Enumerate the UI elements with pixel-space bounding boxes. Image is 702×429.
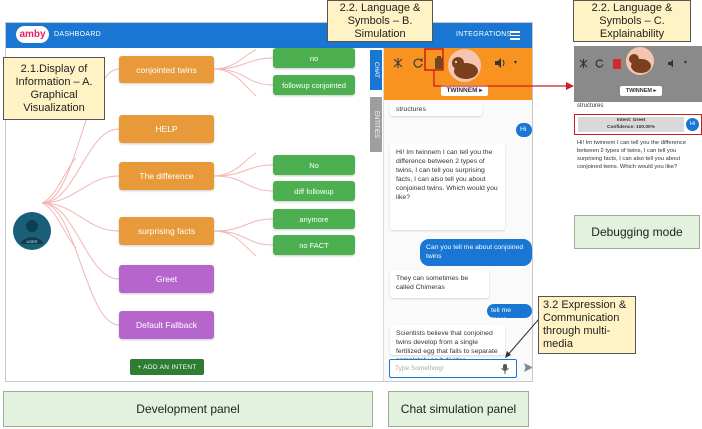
user-icon [21,220,43,244]
chat-message-user: tell me more [487,304,532,323]
cow-icon [629,54,651,73]
intent-node-greet[interactable]: Greet [119,265,214,293]
intent-confidence-readout: Intent: Greet Confidence: 100.00% [578,117,684,132]
debug-header: ▾ TWINNEM ▸ [574,46,702,102]
top-bar: amby DASHBOARD INTEGRATIONS [6,23,532,48]
user-label: USER [26,239,38,244]
intent-line: Intent: Greet [616,118,646,123]
app-window: amby DASHBOARD INTEGRATIONS [5,22,533,382]
intent-graph: conjointed twins HELP The difference sur… [6,48,369,381]
amby-logo[interactable]: amby [16,26,49,43]
add-intent-button[interactable]: + ADD AN INTENT [130,359,204,375]
callout-expression-communication: 3.2 Expression & Communication through m… [538,296,636,354]
chat-header: ▾ TWINNEM ▸ [384,48,532,100]
tab-chat[interactable]: CHAT [370,50,382,90]
microphone-icon[interactable] [500,363,510,375]
followup-node-no[interactable]: no [273,48,355,68]
chat-message-user: Can you tell me about conjoined twins [420,239,532,266]
debug-icon [579,59,588,68]
label-chat-simulation-panel: Chat simulation panel [388,391,529,427]
refresh-icon [595,59,604,68]
followup-node-no-2[interactable]: No [273,155,355,175]
label-debugging-mode: Debugging mode [574,215,700,249]
chat-panel: ▾ TWINNEM ▸ structures Hi Hi! Im twinnem… [383,48,533,381]
followup-node-anymore[interactable]: anymore [273,209,355,229]
debug-user-message: Hi [686,118,699,131]
send-icon[interactable] [523,362,533,373]
graph-edges [41,49,274,326]
confidence-line: Confidence: 100.00% [607,125,655,130]
chat-input[interactable]: Type Something! [389,359,517,378]
cow-icon [452,57,478,79]
callout-language-explainability: 2.2. Language & Symbols – C. Explainabil… [573,0,691,42]
chat-message-bot: structures [390,104,482,116]
battery-icon [613,59,621,69]
followup-node-followup-conjointed[interactable]: followup conjointed [273,75,355,95]
chat-message-bot: Hi! Im twinnem I can tell you the differ… [390,144,505,230]
chevron-down-icon: ▾ [684,60,688,66]
intent-node-surprising-facts[interactable]: surprising facts [119,217,214,245]
volume-icon [668,59,673,68]
intent-node-the-difference[interactable]: The difference [119,162,214,190]
debug-icon[interactable] [392,57,404,69]
battery-icon[interactable] [433,55,445,70]
chat-message-bot: Scientists believe that conjoined twins … [390,325,505,364]
chevron-down-icon[interactable]: ▾ [514,60,518,66]
dashboard-link[interactable]: DASHBOARD [54,31,102,38]
bot-name-button[interactable]: TWINNEM ▸ [441,85,488,96]
menu-icon[interactable] [510,31,520,40]
debug-bot-message: Hi! Im twinnem I can tell you the differ… [577,140,687,170]
callout-display-of-information: 2.1.Display of Information – A. Graphica… [3,57,105,120]
bot-avatar [448,49,481,82]
callout-language-simulation: 2.2. Language & Symbols – B. Simulation [327,0,433,42]
intent-node-help[interactable]: HELP [119,115,214,143]
user-avatar[interactable]: USER [13,212,51,250]
integrations-link[interactable]: INTEGRATIONS [456,31,512,38]
chat-message-user: Hi [516,123,532,137]
followup-node-diff-followup[interactable]: diff followup [273,181,355,201]
bot-name-button: TWINNEM ▸ [620,86,662,96]
bot-avatar [626,47,654,75]
label-development-panel: Development panel [3,391,373,427]
debug-prev-message: structures [577,103,604,109]
intent-node-conjointed-twins[interactable]: conjointed twins [119,56,214,83]
volume-icon[interactable] [494,57,506,69]
intent-node-default-fallback[interactable]: Default Fallback [119,311,214,339]
chat-message-bot: They can sometimes be called Chimeras [390,270,489,298]
tab-entities[interactable]: ENTITIES [370,97,382,152]
refresh-icon[interactable] [412,57,424,69]
followup-node-no-fact[interactable]: no FACT [273,235,355,255]
